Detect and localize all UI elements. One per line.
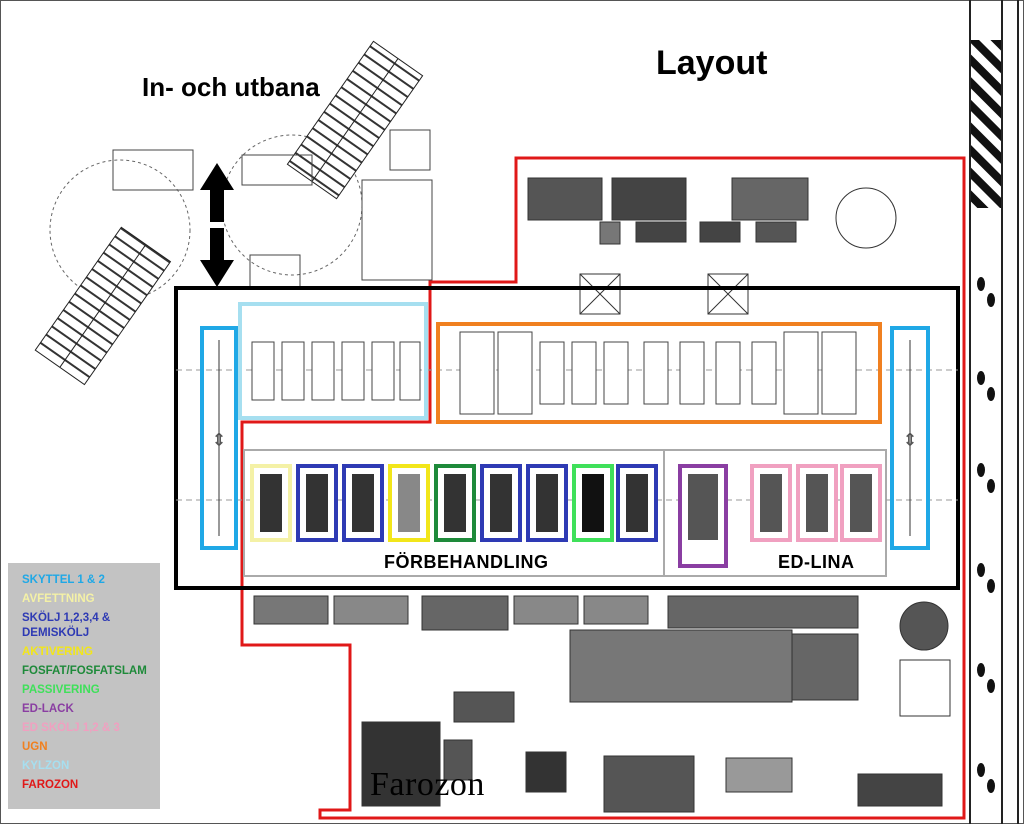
svg-text:⇕: ⇕ [902, 430, 917, 451]
legend: SKYTTEL 1 & 2 AVFETTNING SKÖLJ 1,2,3,4 &… [8, 563, 160, 809]
top-equipment [527, 177, 897, 315]
warning-stripes [971, 40, 1001, 208]
page-title: Layout [656, 44, 768, 82]
legend-item: PASSIVERING [22, 684, 100, 696]
shuttle-2 [890, 326, 930, 550]
bidirectional-arrow-icon [200, 163, 234, 287]
legend-item: KYLZON [22, 760, 70, 772]
legend-item: ED-LACK [22, 703, 74, 715]
pretreatment-tanks [250, 464, 658, 542]
legend-item: AVFETTNING [22, 593, 95, 605]
legend-item: FAROZON [22, 779, 79, 791]
in-out-lane [34, 40, 433, 386]
legend-item: UGN [22, 741, 48, 753]
cooling-zone [238, 302, 428, 420]
ed-line-label: ED-LINA [778, 552, 855, 572]
legend-item: SKÖLJ 1,2,3,4 & DEMISKÖLJ [22, 612, 111, 639]
lower-equipment [253, 595, 951, 813]
shuttle-1 [200, 326, 238, 550]
legend-item: AKTIVERING [22, 646, 93, 658]
legend-item: FOSFAT/FOSFATSLAM [22, 665, 147, 677]
in-out-lane-label: In- och utbana [142, 72, 320, 102]
svg-text:⇕: ⇕ [211, 430, 226, 451]
legend-item: SKYTTEL 1 & 2 [22, 574, 105, 586]
footprints-icon [977, 277, 995, 793]
legend-item: ED SKÖLJ 1,2 & 3 [22, 722, 120, 734]
walkway [969, 0, 1019, 824]
line-frame [174, 286, 960, 590]
oven-zone [436, 322, 882, 424]
pretreatment-label: FÖRBEHANDLING [384, 552, 549, 572]
hazard-zone-label: Farozon [370, 766, 485, 803]
ed-line-tanks [678, 464, 882, 568]
hazard-zone-outline [240, 156, 966, 820]
